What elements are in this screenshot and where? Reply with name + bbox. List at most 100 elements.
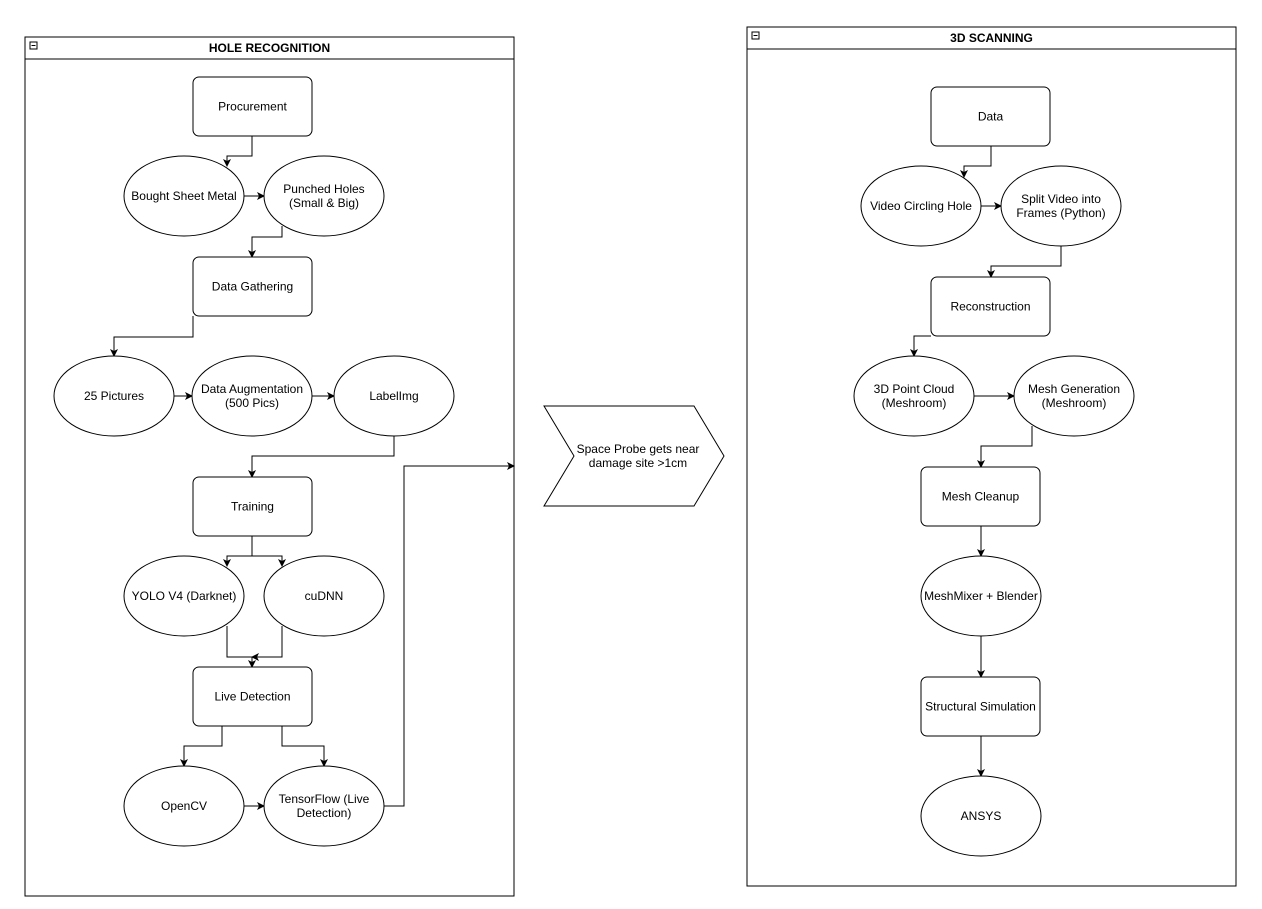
edge-data-to-video-circling <box>960 146 992 178</box>
collapse-toggle-icon[interactable] <box>29 41 38 50</box>
node-label: Data Augmentation <box>201 382 303 396</box>
edge-training-to-cudnn <box>252 555 286 567</box>
node-live-detection[interactable]: Live Detection <box>192 666 313 727</box>
node-meshmixer-blender[interactable]: MeshMixer + Blender <box>920 555 1042 637</box>
ellipse-node <box>860 165 982 247</box>
node-label: Frames (Python) <box>1016 206 1105 220</box>
node-point-cloud[interactable]: 3D Point Cloud(Meshroom) <box>853 355 975 437</box>
process-box <box>920 676 1041 737</box>
node-cudnn[interactable]: cuDNN <box>263 555 385 637</box>
container-scan: 3D SCANNING <box>746 26 1237 887</box>
ellipse-node <box>333 355 455 437</box>
ellipse-node <box>123 555 245 637</box>
process-box <box>930 86 1051 147</box>
process-box <box>192 476 313 537</box>
edge-cudnn-to-live-detection <box>251 626 283 661</box>
node-label: TensorFlow (Live <box>279 792 370 806</box>
node-reconstruction[interactable]: Reconstruction <box>930 276 1051 337</box>
ellipse-node <box>263 555 385 637</box>
node-label: cuDNN <box>305 589 344 603</box>
edge-training-to-yolo-v4 <box>223 536 253 567</box>
ellipse-node <box>1000 165 1122 247</box>
node-label: ANSYS <box>961 809 1002 823</box>
container-title: HOLE RECOGNITION <box>209 41 330 55</box>
edge-split-video-to-reconstruction <box>987 246 1062 278</box>
node-punched-holes[interactable]: Punched Holes(Small & Big) <box>263 155 385 237</box>
node-yolo-v4[interactable]: YOLO V4 (Darknet) <box>123 555 245 637</box>
node-label: MeshMixer + Blender <box>924 589 1038 603</box>
edge-live-detection-to-opencv <box>180 726 223 767</box>
node-label: Reconstruction <box>950 300 1030 314</box>
ellipse-node <box>1013 355 1135 437</box>
edge-data-gathering-to-pictures-25 <box>110 316 194 357</box>
node-labelimg[interactable]: LabelImg <box>333 355 455 437</box>
step-shape <box>543 405 725 507</box>
ellipse-node <box>263 155 385 237</box>
node-data[interactable]: Data <box>930 86 1051 147</box>
node-label: OpenCV <box>161 799 207 813</box>
ellipse-node <box>123 155 245 237</box>
node-procurement[interactable]: Procurement <box>192 76 313 137</box>
ellipse-node <box>920 775 1042 857</box>
edge-punched-holes-to-data-gathering <box>248 226 283 258</box>
edge-labelimg-to-training <box>248 436 395 478</box>
edge-tensorflow-to-space-probe <box>384 462 515 807</box>
ellipse-node <box>123 765 245 847</box>
node-label: (Meshroom) <box>1042 396 1107 410</box>
node-label: Mesh Generation <box>1028 382 1120 396</box>
node-label: Split Video into <box>1021 192 1101 206</box>
node-label: YOLO V4 (Darknet) <box>132 589 237 603</box>
node-label: Mesh Cleanup <box>942 490 1020 504</box>
node-label: Punched Holes <box>283 182 364 196</box>
process-box <box>192 76 313 137</box>
edge-reconstruction-to-point-cloud <box>910 335 931 357</box>
node-pictures-25[interactable]: 25 Pictures <box>53 355 175 437</box>
node-label: Live Detection <box>214 690 290 704</box>
node-label: Data Gathering <box>212 280 293 294</box>
node-label: (Meshroom) <box>882 396 947 410</box>
process-box <box>920 466 1041 527</box>
node-label: 25 Pictures <box>84 389 144 403</box>
node-label: damage site >1cm <box>589 456 687 470</box>
process-box <box>930 276 1051 337</box>
node-data-augmentation[interactable]: Data Augmentation(500 Pics) <box>191 355 313 437</box>
node-label: Procurement <box>218 100 287 114</box>
edge-procurement-to-bought-sheet-metal <box>223 136 253 167</box>
edge-yolo-v4-to-live-detection <box>226 626 256 668</box>
node-label: Structural Simulation <box>925 700 1036 714</box>
node-label: Space Probe gets near <box>577 442 700 456</box>
edge-live-detection-to-tensorflow <box>281 726 328 767</box>
node-mesh-cleanup[interactable]: Mesh Cleanup <box>920 466 1041 527</box>
node-opencv[interactable]: OpenCV <box>123 765 245 847</box>
node-bought-sheet-metal[interactable]: Bought Sheet Metal <box>123 155 245 237</box>
node-data-gathering[interactable]: Data Gathering <box>192 256 313 317</box>
ellipse-node <box>191 355 313 437</box>
node-mesh-generation[interactable]: Mesh Generation(Meshroom) <box>1013 355 1135 437</box>
ellipse-node <box>853 355 975 437</box>
node-label: Training <box>231 500 274 514</box>
collapse-toggle-icon[interactable] <box>751 31 760 40</box>
node-training[interactable]: Training <box>192 476 313 537</box>
container-frame <box>746 26 1237 887</box>
ellipse-node <box>263 765 385 847</box>
node-label: (Small & Big) <box>289 196 359 210</box>
ellipse-node <box>920 555 1042 637</box>
node-label: LabelImg <box>369 389 418 403</box>
process-box <box>192 256 313 317</box>
node-label: Bought Sheet Metal <box>131 189 236 203</box>
ellipse-node <box>53 355 175 437</box>
node-label: Detection) <box>297 806 352 820</box>
container-title: 3D SCANNING <box>950 31 1033 45</box>
node-label: (500 Pics) <box>225 396 279 410</box>
process-box <box>192 666 313 727</box>
node-label: Data <box>978 110 1004 124</box>
node-structural-sim[interactable]: Structural Simulation <box>920 676 1041 737</box>
edge-mesh-generation-to-mesh-cleanup <box>977 426 1033 468</box>
node-label: Video Circling Hole <box>870 199 972 213</box>
node-ansys[interactable]: ANSYS <box>920 775 1042 857</box>
node-video-circling[interactable]: Video Circling Hole <box>860 165 982 247</box>
